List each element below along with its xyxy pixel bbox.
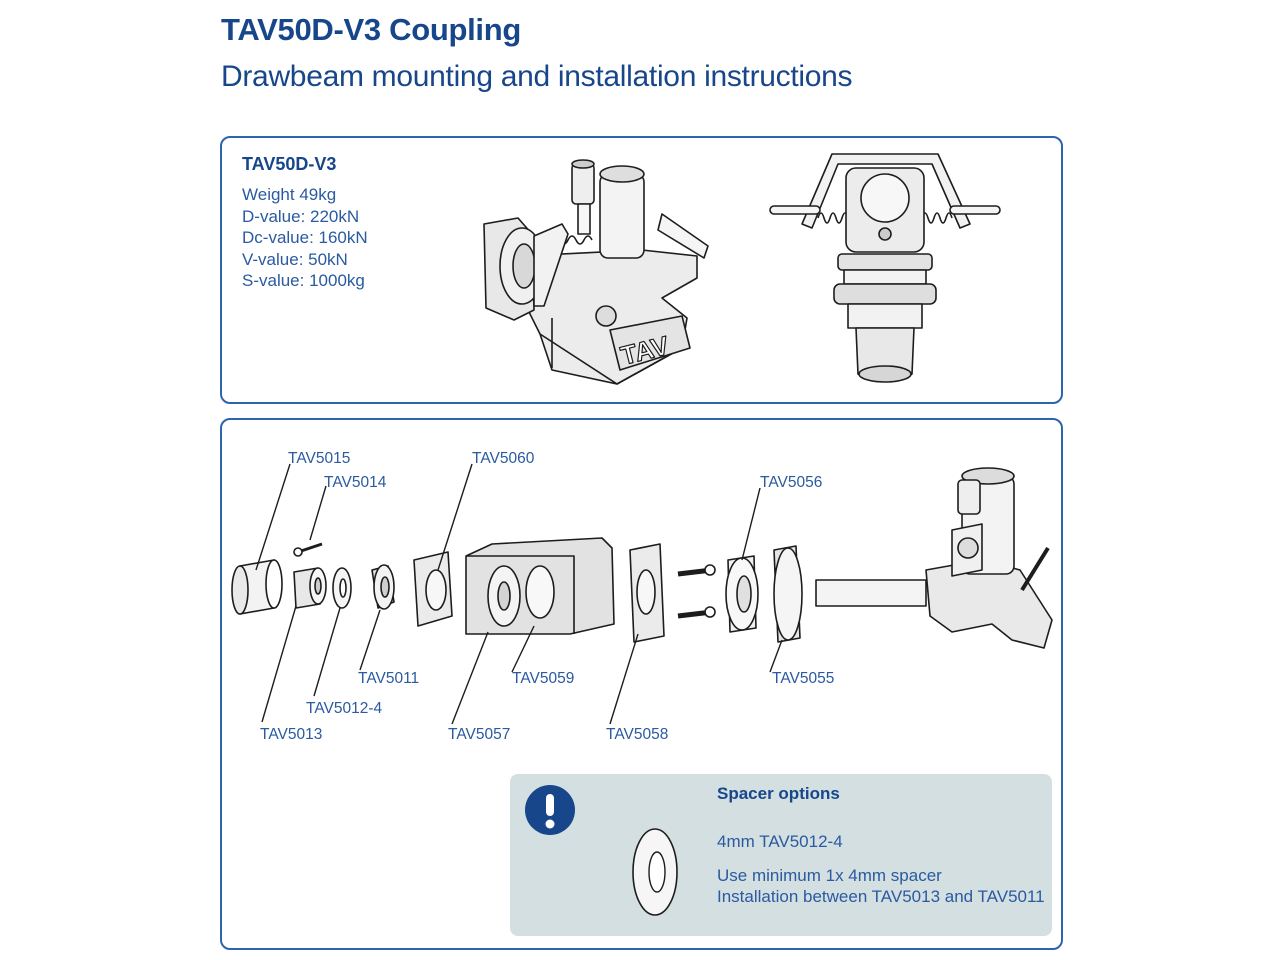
notice-spacer-part: 4mm TAV5012-4	[717, 832, 843, 851]
label-tav5012-4: TAV5012-4	[306, 700, 383, 717]
label-tav5058: TAV5058	[606, 726, 669, 743]
spacer-washer-illustration	[632, 828, 678, 916]
coupling-front-illustration	[769, 153, 1001, 383]
exclamation-icon	[525, 785, 575, 835]
label-tav5057: TAV5057	[448, 726, 511, 743]
spec-model-title: TAV50D-V3	[242, 154, 337, 174]
spec-panel: TAV50D-V3 Weight 49kg D-value: 220kN Dc-…	[220, 136, 1063, 404]
label-tav5015: TAV5015	[288, 450, 351, 467]
spec-s-value: S-value: 1000kg	[242, 271, 365, 290]
spec-list: Weight 49kg D-value: 220kN Dc-value: 160…	[242, 184, 368, 292]
spec-dc-value: Dc-value: 160kN	[242, 228, 368, 247]
label-tav5059: TAV5059	[512, 670, 575, 687]
spec-d-value: D-value: 220kN	[242, 206, 360, 226]
spec-v-value: V-value: 50kN	[242, 249, 348, 269]
label-tav5011: TAV5011	[358, 670, 420, 687]
label-tav5056: TAV5056	[760, 474, 823, 491]
exploded-parts-diagram	[231, 463, 1053, 725]
spec-weight: Weight 49kg	[242, 185, 337, 204]
coupling-side-illustration: TAV	[483, 159, 709, 385]
parts-panel: TAV5015 TAV5014 TAV5060 TAV5056 TAV5011 …	[220, 418, 1063, 950]
notice-title: Spacer options	[717, 784, 840, 803]
label-tav5060: TAV5060	[472, 450, 535, 467]
label-tav5055: TAV5055	[772, 670, 835, 687]
spacer-notice: Spacer options 4mm TAV5012-4 Use minimum…	[510, 774, 1052, 936]
page-subtitle: Drawbeam mounting and installation instr…	[221, 60, 853, 93]
notice-minimum-spacer: Use minimum 1x 4mm spacer	[717, 866, 942, 885]
label-tav5013: TAV5013	[260, 726, 323, 743]
notice-installation-position: Installation between TAV5013 and TAV5011	[717, 887, 1045, 906]
page-title: TAV50D-V3 Coupling	[221, 12, 522, 47]
label-tav5014: TAV5014	[324, 474, 387, 491]
